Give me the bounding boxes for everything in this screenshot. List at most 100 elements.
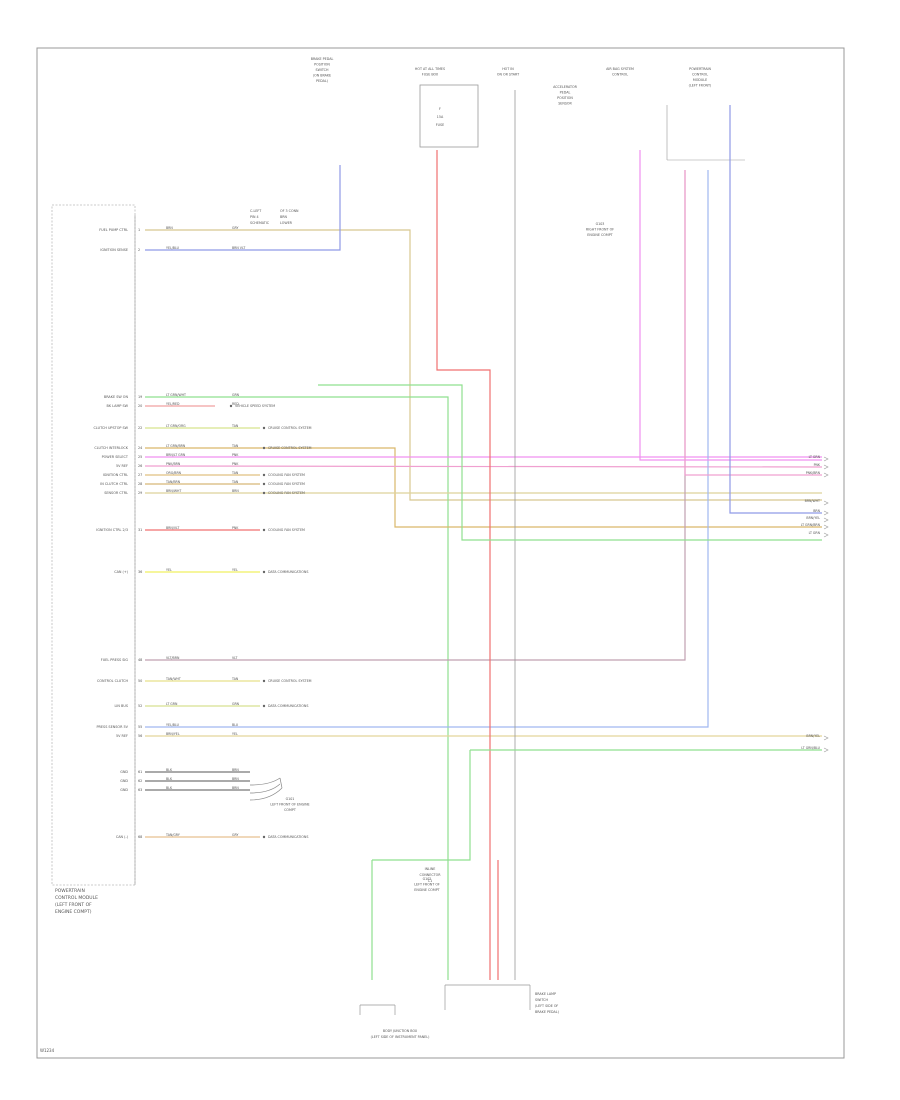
wire-circuit-label: TAN xyxy=(231,480,239,484)
reference-dot xyxy=(262,528,266,532)
pcm-pin-number: 19 xyxy=(138,395,142,399)
system-reference-note: DATA COMMUNICATIONS xyxy=(268,570,308,574)
wire-circuit-label: BRN xyxy=(232,489,239,493)
offpage-label: BRN/WHT xyxy=(805,499,820,503)
diagram-notes: VEHICLE SPEED SYSTEM CRUISE CONTROL SYSTE… xyxy=(229,209,614,1039)
wire-color-label: YEL/BLU xyxy=(166,246,180,250)
brake-switch-label: (LEFT SIDE OF xyxy=(535,1004,558,1008)
pcm-pin-label: FUEL PUMP CTRL xyxy=(99,228,128,232)
top-component-label: PEDAL xyxy=(560,91,571,95)
system-reference-note: COOLING FAN SYSTEM xyxy=(268,491,305,495)
pcm-pin-number: 61 xyxy=(138,770,142,774)
pcm-pin-label: CAN (-) xyxy=(116,835,129,839)
reference-dot xyxy=(262,570,266,574)
offpage-label: LT GRN/BLU xyxy=(801,746,820,750)
diagram-code: W1234 xyxy=(40,1048,55,1053)
wire-color-label: LT GRN/WHT xyxy=(166,393,186,397)
wire-brake-signal xyxy=(318,384,822,541)
wire-color-label: VLT/BRN xyxy=(166,656,180,660)
wire-circuit-label: PNK xyxy=(232,526,239,530)
top-component-label: SWITCH xyxy=(316,68,329,72)
pcm-pin-number: 24 xyxy=(138,446,142,450)
pcm-pin-number: 22 xyxy=(138,426,142,430)
wire-app-signal xyxy=(639,150,822,461)
wire-circuit-label: GRN xyxy=(232,702,240,706)
offpage-label: PNK xyxy=(814,463,821,467)
wire-circuit-label: GRY xyxy=(232,833,238,837)
pcm-pin-number: 50 xyxy=(138,679,142,683)
ground-location-note: ENGINE COMPT xyxy=(414,888,440,892)
ground-location-note: LEFT FRONT OF xyxy=(414,883,440,887)
wire-circuit-label: RED xyxy=(232,402,239,406)
offpage-arrow xyxy=(823,472,829,478)
top-component-label: CONTROL xyxy=(692,73,708,77)
pcm-pin-number: 63 xyxy=(138,788,142,792)
wire-color-label: BRN/YEL xyxy=(166,732,180,736)
system-reference-note: CRUISE CONTROL SYSTEM xyxy=(268,446,312,450)
pcm-pin-number: 56 xyxy=(138,734,142,738)
offpage-label: BRN xyxy=(813,509,820,513)
wire-color-label: YEL/BLU xyxy=(166,723,180,727)
pcm-pin-number: 27 xyxy=(138,473,142,477)
top-component-label: CONTROL xyxy=(612,73,628,77)
offpage-arrow xyxy=(823,747,829,753)
pcm-title-line: POWERTRAIN xyxy=(55,888,85,894)
top-component-label: (LEFT FRONT) xyxy=(689,84,712,88)
wire-color-label: BRN/WHT xyxy=(166,489,181,493)
wire-circuit-label: BRN VLT xyxy=(232,246,245,250)
wire-app-ref xyxy=(684,170,822,476)
junction-box-label: (LEFT SIDE OF INSTRUMENT PANEL) xyxy=(371,1035,430,1039)
wire-circuit-label: TAN xyxy=(231,444,239,448)
pcm-pin-number: 25 xyxy=(138,455,142,459)
pcm-pin-label: IGNITION CTRL xyxy=(103,473,128,477)
reference-dot xyxy=(262,446,266,450)
ground-location-note: LEFT FRONT OF ENGINE xyxy=(270,803,309,807)
wire-color-label: TAN/BRN xyxy=(165,480,181,484)
pcm-title-line: CONTROL MODULE xyxy=(55,895,98,901)
offpage-arrow xyxy=(823,532,829,538)
wire-circuit-label: TAN xyxy=(231,471,239,475)
system-reference-note: VEHICLE SPEED SYSTEM xyxy=(235,404,275,408)
wire-circuit-label: TAN xyxy=(231,424,239,428)
pcm-pin-number: 36 xyxy=(138,570,142,574)
top-component-label: HOT AT ALL TIMES xyxy=(415,67,445,71)
pcm-pin-label: IGNITION SENSE xyxy=(100,248,128,252)
top-component-label: POSITION xyxy=(314,63,330,67)
wire-color-label: LT GRN xyxy=(166,702,178,706)
reference-dot xyxy=(262,426,266,430)
pcm-pin-number: 26 xyxy=(138,464,142,468)
wire-color-label: TAN/WHT xyxy=(165,677,181,681)
system-reference-note: COOLING FAN SYSTEM xyxy=(268,482,305,486)
pcm-pin-label: GND xyxy=(120,770,128,774)
system-reference-note: CRUISE CONTROL SYSTEM xyxy=(268,426,312,430)
wire-6 xyxy=(145,447,822,528)
ground-location-note: RIGHT FRONT OF xyxy=(586,228,614,232)
reference-dot xyxy=(262,482,266,486)
fuse-label-line: 15A xyxy=(437,115,444,119)
offpage-label: LT GRN xyxy=(809,455,821,459)
wire-circuit-label: VLT xyxy=(232,656,238,660)
pcm-pin-label: CLUTCH INTERLOCK xyxy=(94,446,128,450)
pcm-pin-number: 52 xyxy=(138,704,142,708)
fuse-label-line: FUSE xyxy=(436,123,445,127)
wire-8 xyxy=(144,465,823,468)
offpage-label: BRN/YEL xyxy=(806,734,820,738)
pcm-pin-label: FUEL PRESS SIG xyxy=(101,658,129,662)
wire-color-label: YEL xyxy=(166,568,172,572)
connector-note: BRN xyxy=(280,215,288,219)
offpage-label: LT GRN xyxy=(809,531,821,535)
wire-circuit-label: PNK xyxy=(232,462,239,466)
pcm-pin-number: 68 xyxy=(138,835,142,839)
top-component-label: (ON BRAKE xyxy=(313,74,331,78)
offpage-label: LT GRN/BRN xyxy=(801,523,821,527)
pcm-pin-label: CAN (+) xyxy=(114,570,128,574)
pcm-pin-number: 2 xyxy=(138,248,140,252)
wire-circuit-label: BRN xyxy=(232,768,239,772)
reference-dot xyxy=(262,704,266,708)
inline-connector-label: CONNECTOR xyxy=(419,873,441,877)
ground-location-note: COMPT xyxy=(284,808,297,812)
ground-location-note: ENGINE COMPT xyxy=(587,233,613,237)
wire-color-label: LT GRN/BRN xyxy=(166,444,186,448)
